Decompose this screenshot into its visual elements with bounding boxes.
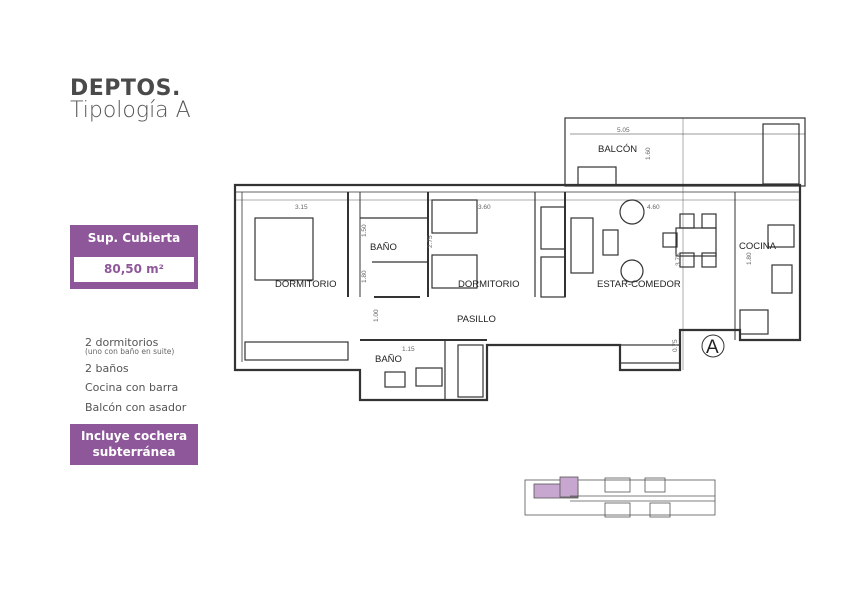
room-estar-comedor: ESTAR-COMEDOR [597, 279, 681, 290]
feature-bathrooms: 2 baños [85, 362, 129, 375]
grill-icon [577, 166, 617, 186]
desk [540, 206, 566, 250]
garage-badge: Incluye cochera subterránea [70, 424, 198, 465]
page-title: DEPTOS. [70, 76, 181, 101]
sofa [570, 217, 594, 274]
room-dormitorio-2: DORMITORIO [458, 279, 520, 290]
svg-text:1.00: 1.00 [373, 309, 380, 322]
key-plan [524, 476, 716, 518]
feature-balcony: Balcón con asador [85, 401, 187, 414]
balcony-kitchenette [762, 123, 800, 185]
area-label: Sup. Cubierta [87, 231, 181, 245]
coffee-table [602, 229, 619, 256]
toilet [384, 371, 406, 388]
feature-bedrooms-note: (uno con baño en suite) [85, 347, 175, 356]
svg-text:4.60: 4.60 [647, 204, 660, 211]
page-subtitle: Tipología A [70, 98, 191, 123]
room-bano-1: BAÑO [370, 242, 397, 253]
svg-text:3.75: 3.75 [675, 253, 682, 266]
feature-kitchen: Cocina con barra [85, 381, 179, 394]
terrace-nook [619, 344, 681, 364]
area-value: 80,50 m² [74, 257, 194, 282]
type-marker-circle [701, 334, 725, 358]
sink [771, 264, 793, 294]
fridge [739, 309, 769, 335]
room-balcon: BALCÓN [598, 144, 637, 155]
stove [767, 224, 795, 248]
room-pasillo: PASILLO [457, 314, 496, 325]
room-cocina: COCINA [739, 241, 777, 252]
room-labels: DORMITORIO BAÑO DORMITORIO ESTAR-COMEDOR… [275, 144, 777, 365]
svg-text:1.80: 1.80 [361, 270, 368, 283]
dining-table [675, 227, 717, 257]
svg-text:5.05: 5.05 [617, 127, 630, 134]
garage-line1: Incluye cochera [80, 429, 188, 443]
svg-text:2.75: 2.75 [427, 235, 434, 248]
room-bano-2: BAÑO [375, 354, 402, 365]
garage-line2: subterránea [92, 445, 176, 459]
svg-text:3.60: 3.60 [478, 204, 491, 211]
closet-2 [540, 256, 566, 298]
double-bed [254, 217, 314, 281]
laundry [457, 344, 484, 398]
bed-2 [431, 254, 478, 289]
feature-bedrooms: 2 dormitorios [85, 336, 159, 349]
closet-1 [244, 341, 349, 361]
area-badge: Sup. Cubierta 80,50 m² [70, 225, 198, 289]
dimension-labels: 3.15 3.60 4.60 5.05 1.60 2.75 1.00 3.75 … [295, 127, 753, 353]
armchair-1 [619, 199, 645, 225]
room-dormitorio-1: DORMITORIO [275, 279, 337, 290]
washbasin [415, 367, 443, 387]
bed-1 [431, 199, 478, 234]
armchair-2 [620, 259, 644, 283]
svg-text:1.50: 1.50 [361, 224, 368, 237]
svg-text:0.75: 0.75 [672, 339, 679, 352]
plan-walls [233, 117, 806, 402]
svg-text:3.15: 3.15 [295, 204, 308, 211]
svg-text:1.15: 1.15 [402, 346, 415, 353]
svg-text:1.60: 1.60 [645, 147, 652, 160]
svg-text:1.80: 1.80 [746, 252, 753, 265]
type-marker: A [706, 337, 719, 358]
